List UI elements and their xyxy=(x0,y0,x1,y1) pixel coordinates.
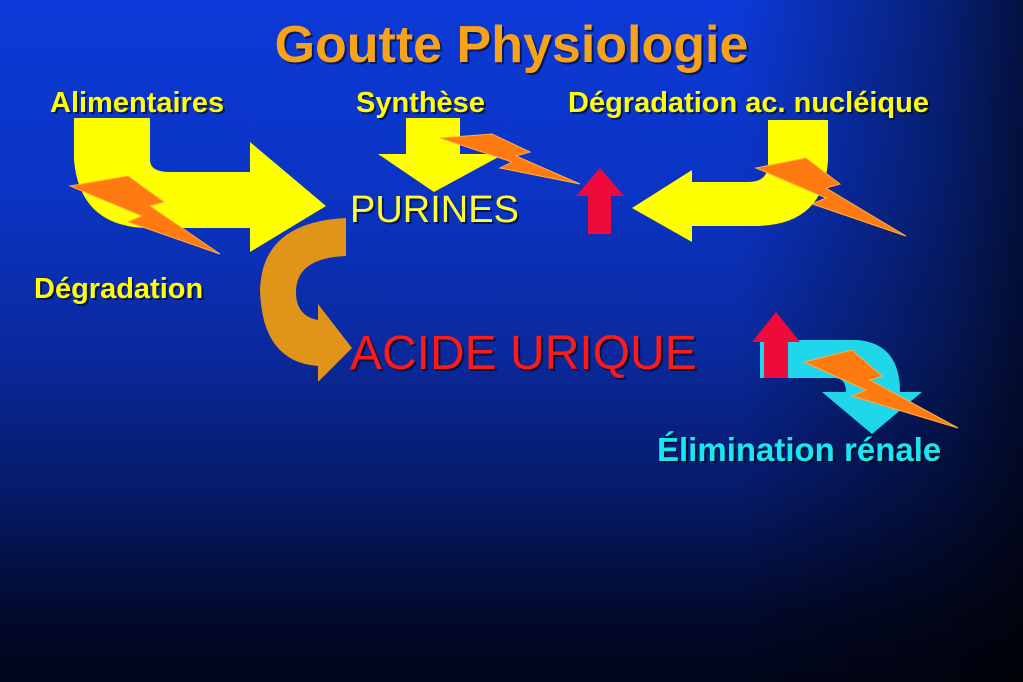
label-degradation-nucleique: Dégradation ac. nucléique xyxy=(568,87,929,119)
label-purines: PURINES xyxy=(350,189,519,231)
lightning-alimentaires-icon xyxy=(68,175,221,255)
lightning-nucleique-icon xyxy=(754,157,907,237)
degradation-arrow xyxy=(260,218,352,382)
label-alimentaires: Alimentaires xyxy=(50,87,225,119)
label-acide-urique: ACIDE URIQUE xyxy=(350,327,697,380)
lightning-synthese-icon xyxy=(439,133,581,185)
elimination-arrow xyxy=(760,340,922,434)
lightning-elimination-icon xyxy=(802,349,959,429)
degradation-nucleique-to-purines-arrow xyxy=(632,120,828,242)
label-degradation: Dégradation xyxy=(34,273,204,305)
acide-urique-increase-arrow xyxy=(752,312,800,378)
label-synthese: Synthèse xyxy=(356,87,485,119)
synthese-to-purines-arrow xyxy=(378,118,504,192)
label-elimination-renale: Élimination rénale xyxy=(657,431,942,468)
slide-title: Goutte Physiologie xyxy=(274,16,749,74)
purines-increase-arrow xyxy=(576,168,624,234)
